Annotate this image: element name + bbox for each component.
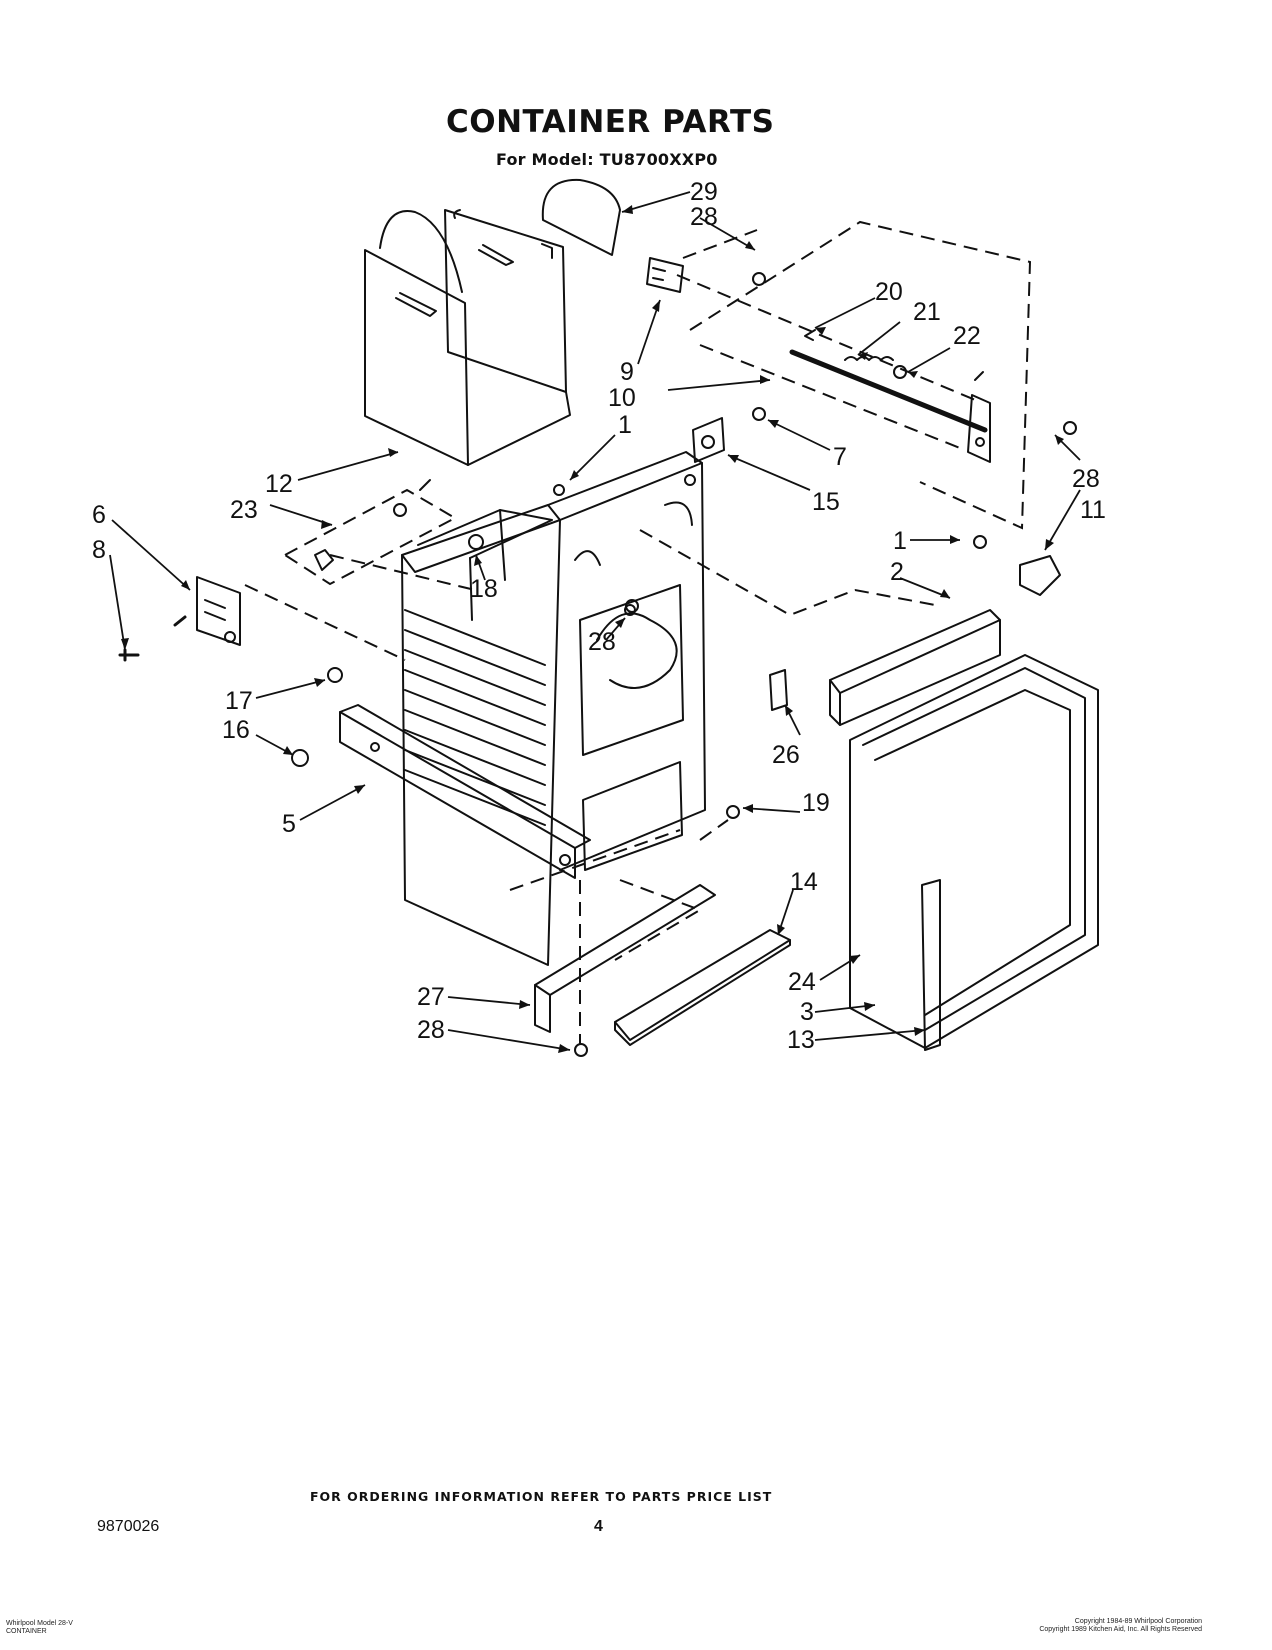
bottom-left-line: Whirlpool Model 28-V [6,1620,73,1627]
callout-16: 16 [222,716,250,744]
callout-29: 29 [690,178,718,206]
callout-9: 9 [620,358,634,386]
ordering-note: FOR ORDERING INFORMATION REFER TO PARTS … [310,1489,773,1504]
copyright-line: Copyright 1989 Kitchen Aid, Inc. All Rig… [1039,1626,1202,1633]
callout-28: 28 [690,203,718,231]
callout-14: 14 [790,868,818,896]
switch-bracket [196,576,241,646]
drawer-handle [614,929,791,1046]
callout-10: 10 [608,384,636,412]
callout-28: 28 [417,1016,445,1044]
callout-5: 5 [282,810,296,838]
hinge-11 [1019,555,1061,596]
top-hinge-bracket [646,257,684,293]
model-subtitle: For Model: TU8700XXP0 [496,150,718,169]
callout-13: 13 [787,1026,815,1054]
callout-1: 1 [893,527,907,555]
callout-24: 24 [788,968,816,996]
fastener-screws [118,272,1077,1057]
callout-17: 17 [225,687,253,715]
callout-21: 21 [913,298,941,326]
callout-23: 23 [230,496,258,524]
callout-15: 15 [812,488,840,516]
door-side-rail [921,879,941,1051]
callout-22: 22 [953,322,981,350]
hinge-bracket-15 [692,417,725,463]
door-top-rail [829,609,1001,726]
callout-19: 19 [802,789,830,817]
callout-28: 28 [588,628,616,656]
callout-18: 18 [470,575,498,603]
callout-20: 20 [875,278,903,306]
door-clip-26 [769,669,788,711]
page-number: 4 [594,1518,603,1535]
frame-side-grille [404,609,546,826]
hinge-rod-assembly [789,329,991,463]
callout-6: 6 [92,501,106,529]
callout-3: 3 [800,998,814,1026]
door-panel [849,654,1099,1049]
callout-12: 12 [265,470,293,498]
container-bag-front [364,210,571,466]
callout-1: 1 [618,411,632,439]
copyright-note: Copyright 1984-89 Whirlpool Corporation … [1039,1618,1202,1634]
bag-handle-gasket [541,178,621,256]
callout-7: 7 [833,443,847,471]
bottom-left-note: Whirlpool Model 28-V CONTAINER [6,1620,73,1636]
interlock-parts [314,479,431,571]
toe-plate [534,884,716,1033]
callout-2: 2 [890,558,904,586]
compactor-frame [401,451,706,966]
callout-11: 11 [1080,496,1106,524]
page-title: CONTAINER PARTS [446,104,775,140]
copyright-line: Copyright 1984-89 Whirlpool Corporation [1074,1618,1202,1625]
callout-26: 26 [772,741,800,769]
base-rail [339,704,591,879]
callout-8: 8 [92,536,106,564]
callout-28: 28 [1072,465,1100,493]
document-number: 9870026 [97,1518,160,1535]
bottom-left-line: CONTAINER [6,1628,47,1635]
callout-27: 27 [417,983,445,1011]
